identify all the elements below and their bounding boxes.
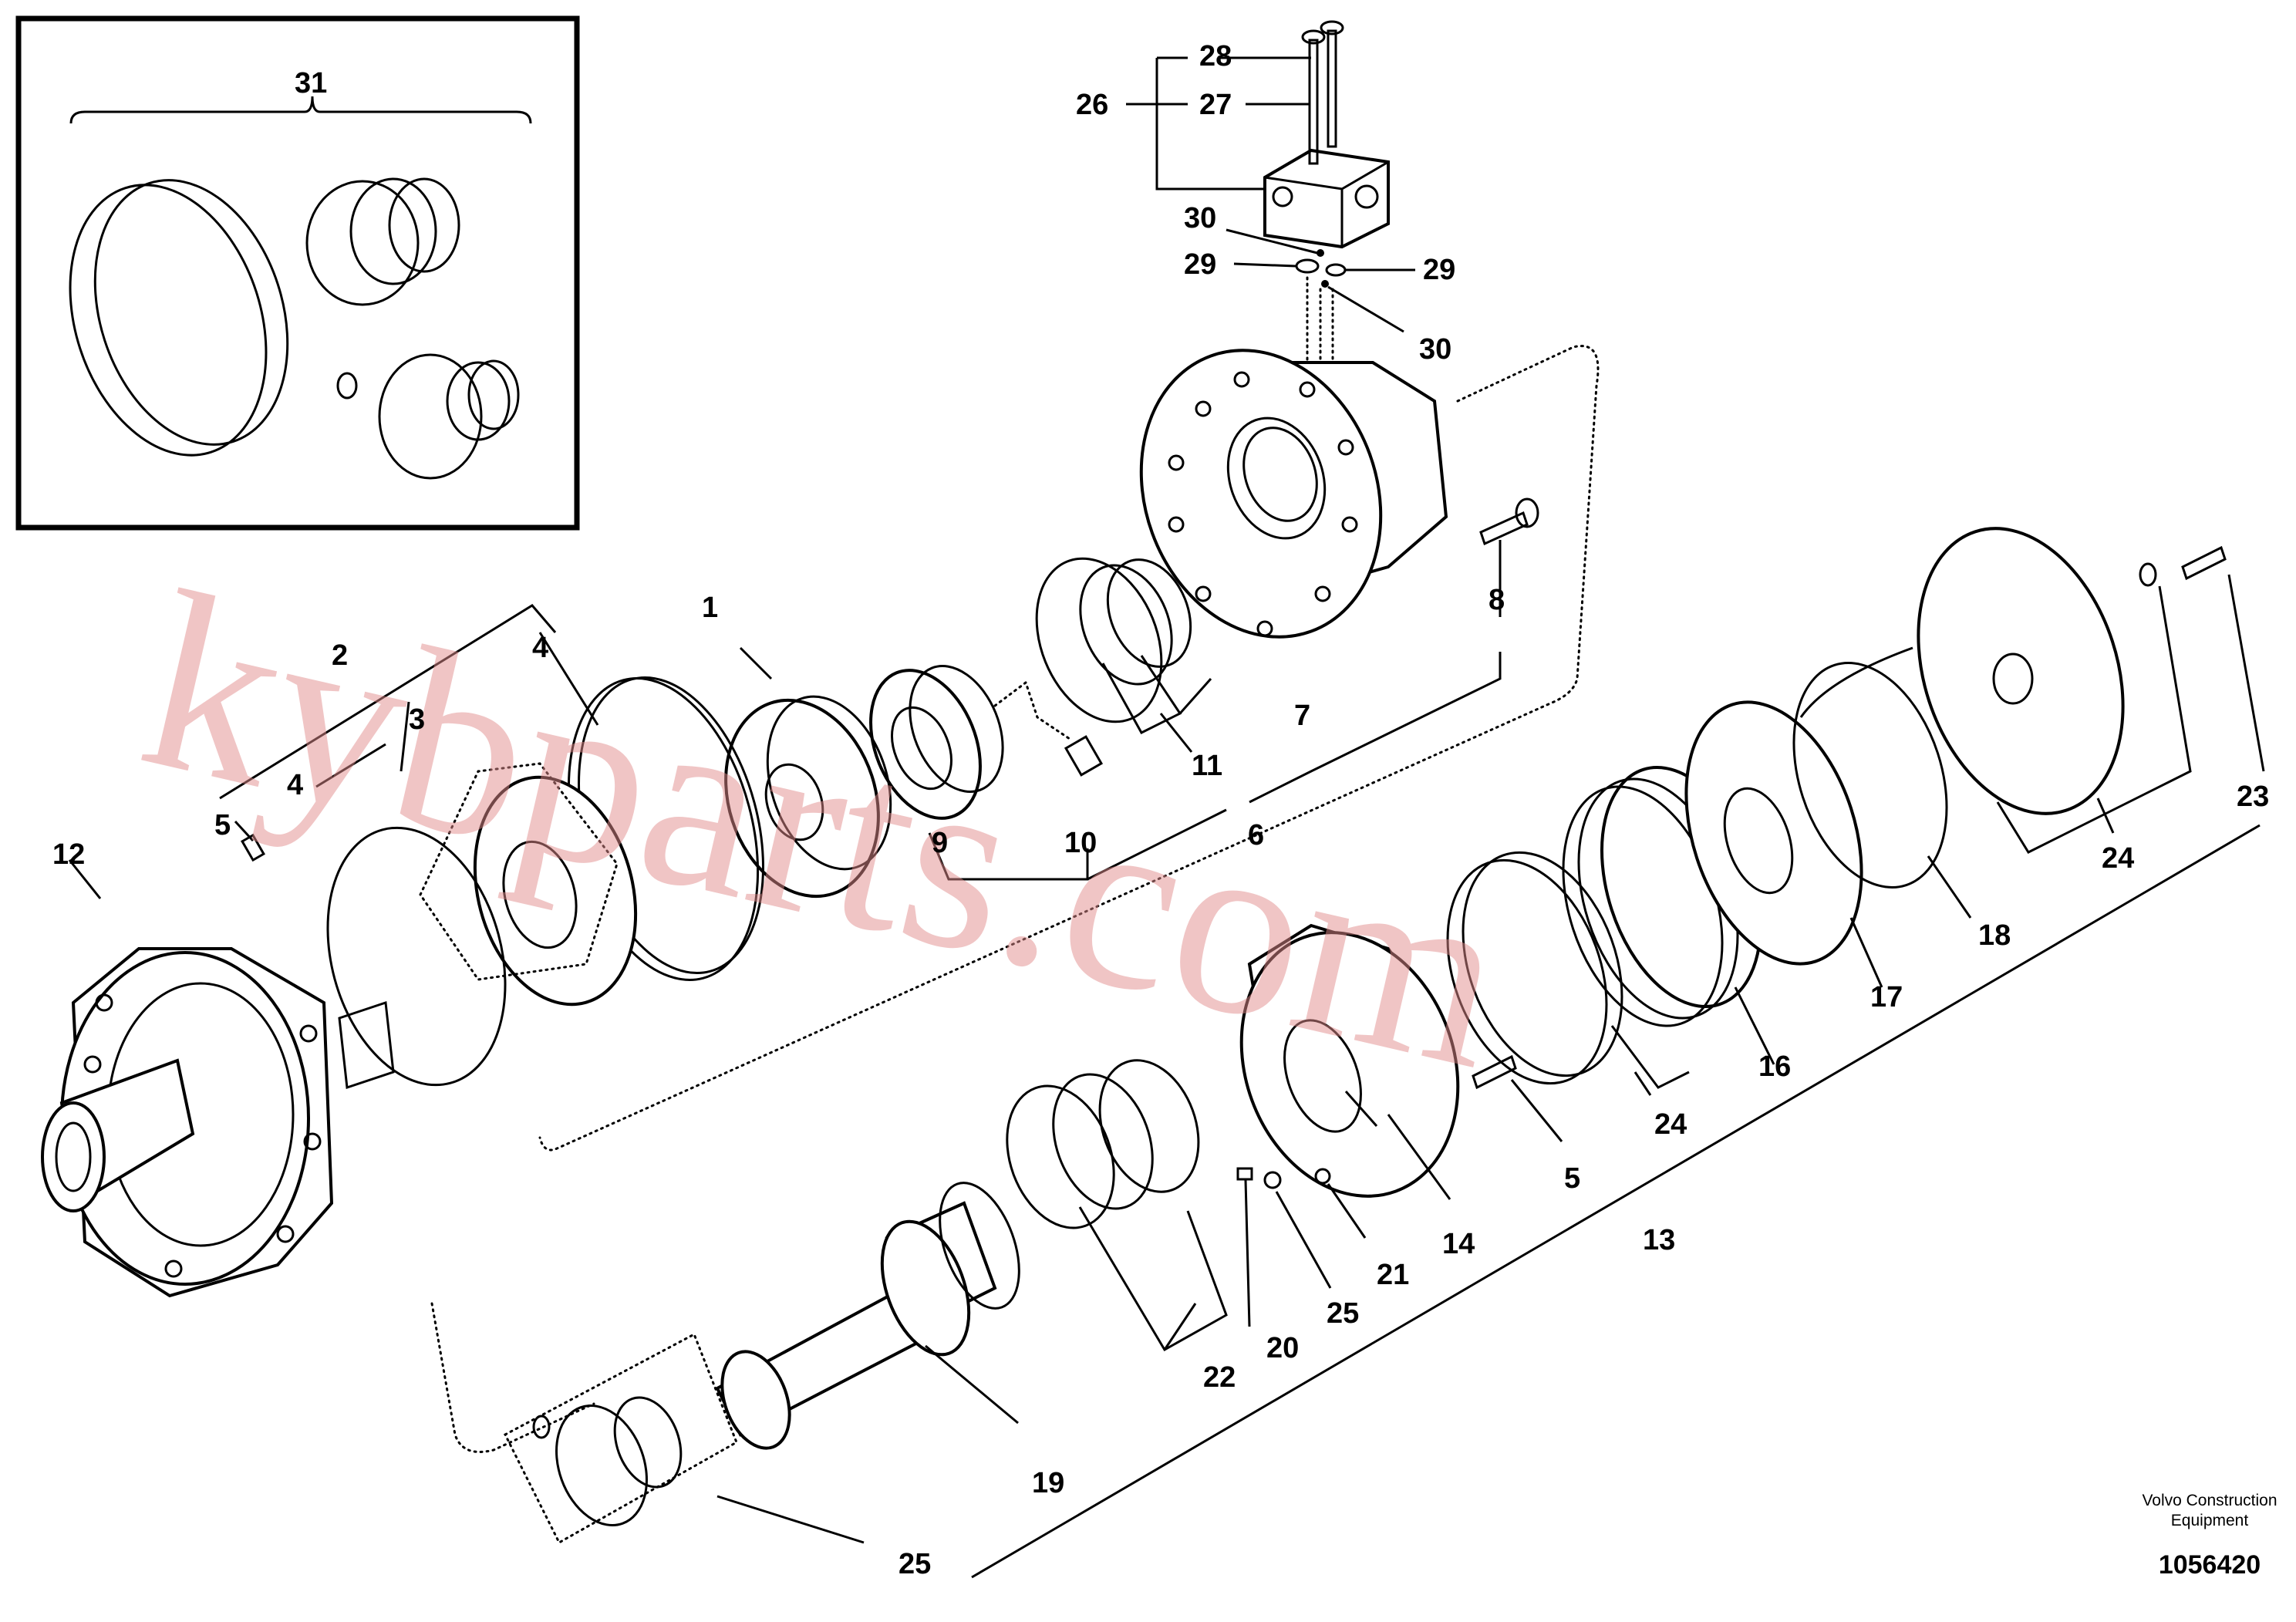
friction-plates-22 <box>1006 1059 1228 1352</box>
document-number: 1056420 <box>2159 1550 2261 1580</box>
cylinder-block-2-3-4-5 <box>219 604 764 1087</box>
callout-1: 1 <box>702 592 718 624</box>
callout-31: 31 <box>295 67 327 99</box>
callout-9: 9 <box>932 827 948 859</box>
callout-5a: 5 <box>214 809 231 841</box>
callout-11: 11 <box>1192 750 1222 782</box>
callout-21: 21 <box>1377 1259 1409 1291</box>
callout-12: 12 <box>52 838 85 871</box>
valve-block-assembly <box>1126 20 1415 364</box>
callout-25b: 25 <box>899 1548 931 1580</box>
leader-lines <box>1344 1091 1378 1127</box>
brake-piston-group <box>971 527 2265 1579</box>
output-flange-12 <box>41 859 395 1298</box>
callout-29a: 29 <box>1184 248 1216 281</box>
callout-26: 26 <box>1076 89 1108 121</box>
callout-22: 22 <box>1203 1361 1236 1394</box>
callout-18: 18 <box>1978 919 2011 952</box>
callout-30b: 30 <box>1419 333 1451 366</box>
callout-7: 7 <box>1294 700 1310 732</box>
callout-14: 14 <box>1442 1228 1475 1260</box>
credit-line-1: Volvo Construction <box>2142 1492 2277 1509</box>
callout-5b: 5 <box>1564 1162 1580 1195</box>
callout-6: 6 <box>1248 819 1264 851</box>
callout-23: 23 <box>2237 781 2269 813</box>
callout-27: 27 <box>1199 89 1232 121</box>
callout-20: 20 <box>1266 1332 1299 1364</box>
brake-cover-14 <box>1236 923 1563 1327</box>
callout-13: 13 <box>1643 1224 1675 1256</box>
callout-25a: 25 <box>1327 1297 1359 1330</box>
callout-24b: 24 <box>2102 842 2134 875</box>
callout-4a: 4 <box>532 632 548 664</box>
callout-labels: 1 2 3 4 4 5 5 6 7 8 9 10 11 12 13 14 16 … <box>52 40 2269 1580</box>
callout-10: 10 <box>1064 827 1097 859</box>
callout-8: 8 <box>1489 584 1505 616</box>
callout-3: 3 <box>409 703 425 736</box>
callout-19: 19 <box>1032 1467 1064 1499</box>
callout-2: 2 <box>332 639 348 672</box>
callout-17: 17 <box>1870 981 1903 1013</box>
callout-24a: 24 <box>1654 1108 1687 1141</box>
bearings-1-9-spring-10 <box>724 646 1227 899</box>
credit-line-2: Equipment <box>2171 1512 2249 1529</box>
callout-4b: 4 <box>287 769 303 801</box>
callout-28: 28 <box>1199 40 1232 73</box>
shaft-19 <box>430 1182 1020 1545</box>
o-rings-11 <box>1035 557 1212 753</box>
seal-kit-inset <box>15 15 580 531</box>
subassembly-6-outline <box>538 345 1600 1152</box>
motor-housing <box>1139 349 1539 804</box>
callout-29b: 29 <box>1423 254 1455 286</box>
callout-30a: 30 <box>1184 202 1216 234</box>
callout-16: 16 <box>1758 1050 1791 1083</box>
